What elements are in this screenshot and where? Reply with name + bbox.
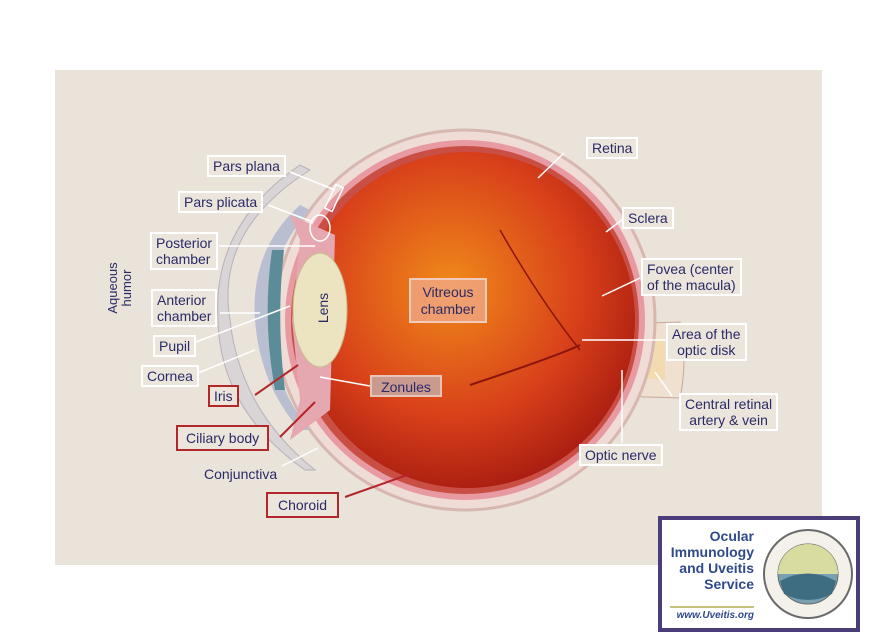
label-retina: Retina xyxy=(586,137,639,159)
label-ciliary-body: Ciliary body xyxy=(176,425,270,451)
label-optic-nerve: Optic nerve xyxy=(579,444,663,466)
label-conjunctiva: Conjunctiva xyxy=(204,466,278,482)
lens-shape xyxy=(292,252,348,368)
label-lens: Lens xyxy=(315,292,332,324)
label-cornea: Cornea xyxy=(141,365,199,387)
label-pupil: Pupil xyxy=(153,335,197,357)
label-sclera: Sclera xyxy=(622,207,674,229)
logo-url: www.Uveitis.org xyxy=(670,606,754,621)
label-pars-plicata: Pars plicata xyxy=(178,191,264,213)
label-zonules: Zonules xyxy=(370,375,442,397)
label-iris: Iris xyxy=(208,385,239,407)
label-choroid: Choroid xyxy=(266,492,340,518)
label-pars-plana: Pars plana xyxy=(207,155,286,177)
seal-icon xyxy=(763,529,853,619)
